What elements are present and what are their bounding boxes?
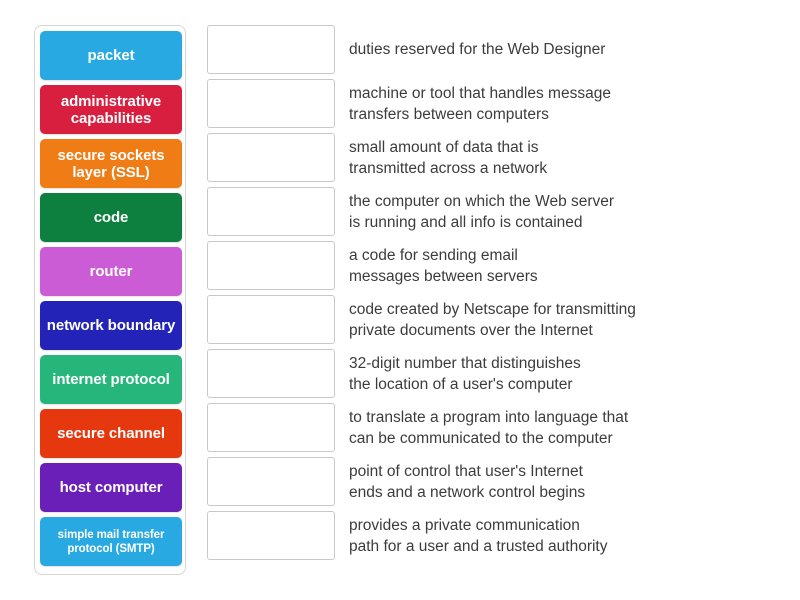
dropzone[interactable] <box>207 295 335 344</box>
definition-text: duties reserved for the Web Designer <box>349 41 606 58</box>
tile-label: code <box>93 209 129 226</box>
match-row: 32-digit number that distinguishes the l… <box>207 349 777 398</box>
tile-label: internet protocol <box>52 371 170 388</box>
tile-label: packet <box>87 47 135 64</box>
dropzone[interactable] <box>207 403 335 452</box>
draggable-tile[interactable]: secure sockets layer (SSL) <box>40 139 182 188</box>
dropzone[interactable] <box>207 133 335 182</box>
draggable-tile[interactable]: network boundary <box>40 301 182 350</box>
match-row: small amount of data that is transmitted… <box>207 133 777 182</box>
match-row: machine or tool that handles message tra… <box>207 79 777 128</box>
draggable-tile[interactable]: administrative capabilities <box>40 85 182 134</box>
definition-rows: duties reserved for the Web Designer mac… <box>207 25 777 560</box>
tile-label: simple mail transfer protocol (SMTP) <box>57 528 165 555</box>
match-row: a code for sending email messages betwee… <box>207 241 777 290</box>
dropzone[interactable] <box>207 511 335 560</box>
draggable-tile[interactable]: packet <box>40 31 182 80</box>
tile-panel: packet administrative capabilities secur… <box>34 25 186 575</box>
tile-label: secure channel <box>57 425 165 442</box>
definition-text: a code for sending email messages betwee… <box>349 246 538 285</box>
match-row: point of control that user's Internet en… <box>207 457 777 506</box>
dropzone[interactable] <box>207 79 335 128</box>
match-row: provides a private communication path fo… <box>207 511 777 560</box>
draggable-tile[interactable]: host computer <box>40 463 182 512</box>
dropzone[interactable] <box>207 457 335 506</box>
tile-label: administrative capabilities <box>60 92 162 127</box>
definition-text: point of control that user's Internet en… <box>349 462 586 501</box>
definition-text: to translate a program into language tha… <box>349 408 629 447</box>
dropzone[interactable] <box>207 25 335 74</box>
tile-label: router <box>89 263 133 280</box>
draggable-tile[interactable]: simple mail transfer protocol (SMTP) <box>40 517 182 566</box>
tile-label: secure sockets layer (SSL) <box>57 146 165 181</box>
match-row: duties reserved for the Web Designer <box>207 25 777 74</box>
draggable-tile[interactable]: internet protocol <box>40 355 182 404</box>
match-row: the computer on which the Web server is … <box>207 187 777 236</box>
definition-text: 32-digit number that distinguishes the l… <box>349 354 581 393</box>
tile-label: host computer <box>59 479 163 496</box>
definition-text: provides a private communication path fo… <box>349 516 608 555</box>
draggable-tile[interactable]: secure channel <box>40 409 182 458</box>
draggable-tile[interactable]: router <box>40 247 182 296</box>
tile-label: network boundary <box>46 317 176 334</box>
match-row: to translate a program into language tha… <box>207 403 777 452</box>
definition-text: the computer on which the Web server is … <box>349 192 615 231</box>
match-row: code created by Netscape for transmittin… <box>207 295 777 344</box>
definition-text: code created by Netscape for transmittin… <box>349 300 636 339</box>
definition-text: small amount of data that is transmitted… <box>349 138 548 177</box>
dropzone[interactable] <box>207 241 335 290</box>
draggable-tile[interactable]: code <box>40 193 182 242</box>
definition-text: machine or tool that handles message tra… <box>349 84 611 123</box>
dropzone[interactable] <box>207 349 335 398</box>
dropzone[interactable] <box>207 187 335 236</box>
